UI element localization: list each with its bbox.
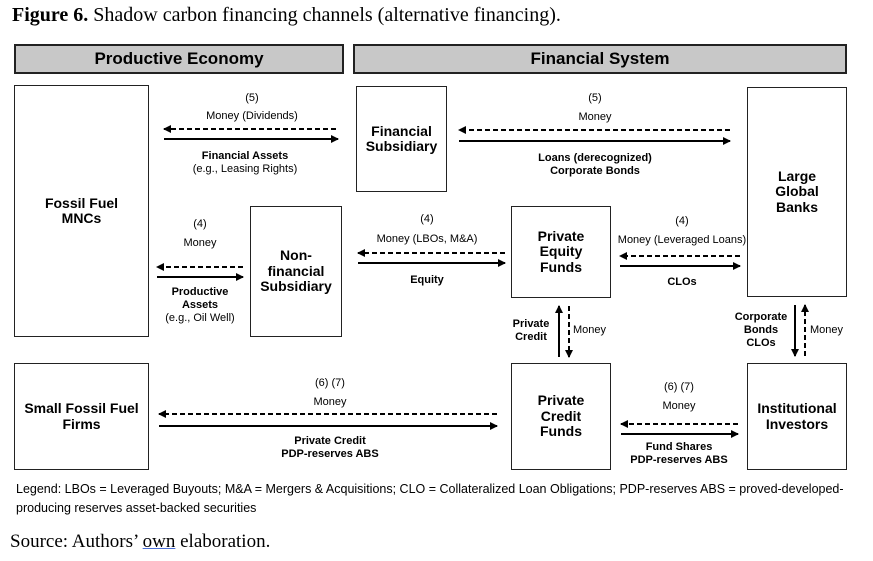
label-l3-num: (4) <box>193 218 207 230</box>
box-financial-subsidiary: Financial Subsidiary <box>356 86 447 192</box>
box-nonfinancial-subsidiary-label: Non- financial Subsidiary <box>260 247 332 295</box>
box-private-credit-funds: Private Credit Funds <box>511 363 611 470</box>
box-small-fossil-fuel-firms: Small Fossil Fuel Firms <box>14 363 149 470</box>
label-l4-num: (4) <box>420 213 434 225</box>
label-l5-money: Money (Leveraged Loans) <box>617 234 747 246</box>
label-l4-flow: Equity <box>410 274 444 286</box>
box-nonfinancial-subsidiary: Non- financial Subsidiary <box>250 206 342 337</box>
label-l1-money: Money (Dividends) <box>206 110 298 122</box>
label-l3-money: Money <box>183 237 217 249</box>
label-l7-flow: Fund Shares PDP-reserves ABS <box>630 441 728 467</box>
box-private-credit-funds-label: Private Credit Funds <box>537 392 585 440</box>
box-fossil-fuel-mncs: Fossil Fuel MNCs <box>14 85 149 337</box>
label-l2-flow: Loans (derecognized) Corporate Bonds <box>538 152 652 178</box>
source-suffix: elaboration. <box>175 531 271 552</box>
label-l6-flow: Private Credit PDP-reserves ABS <box>281 435 379 461</box>
box-small-fossil-fuel-firms-label: Small Fossil Fuel Firms <box>24 400 139 432</box>
box-private-equity-funds-label: Private Equity Funds <box>537 227 585 275</box>
label-l6-num: (6) (7) <box>315 377 345 389</box>
figure-title-text: Shadow carbon financing channels (altern… <box>88 4 561 26</box>
label-l1-flow-sub: (e.g., Leasing Rights) <box>192 163 298 175</box>
label-l5-num: (4) <box>675 215 689 227</box>
box-large-global-banks: Large Global Banks <box>747 87 847 297</box>
label-v2-flow: Corporate Bonds CLOs <box>734 311 788 350</box>
label-l7-money: Money <box>662 400 696 412</box>
box-private-equity-funds: Private Equity Funds <box>511 206 611 298</box>
label-l3-flow: Productive Assets <box>171 286 229 312</box>
box-financial-subsidiary-label: Financial Subsidiary <box>365 122 438 154</box>
label-l6-money: Money <box>313 396 347 408</box>
figure-title: Figure 6. Shadow carbon financing channe… <box>12 4 561 27</box>
legend: Legend: LBOs = Leveraged Buyouts; M&A = … <box>16 482 844 515</box>
source-own: own <box>142 531 176 552</box>
label-l2-money: Money <box>578 111 612 123</box>
source-prefix: Source: Authors’ <box>10 531 143 552</box>
box-institutional-investors-label: Institutional Investors <box>757 400 837 432</box>
label-l1-num: (5) <box>245 92 259 104</box>
label-l7-num: (6) (7) <box>664 381 694 393</box>
header-financial-system: Financial System <box>353 44 847 74</box>
label-l3-flow-sub: (e.g., Oil Well) <box>165 312 235 324</box>
box-institutional-investors: Institutional Investors <box>747 363 847 470</box>
label-v1-flow: Private Credit <box>512 318 550 344</box>
header-productive-economy: Productive Economy <box>14 44 344 74</box>
label-v2-money: Money <box>810 324 844 336</box>
label-l1-flow: Financial Assets <box>201 150 289 162</box>
box-large-global-banks-label: Large Global Banks <box>775 167 819 215</box>
box-fossil-fuel-mncs-label: Fossil Fuel MNCs <box>44 194 119 226</box>
label-l2-num: (5) <box>588 92 602 104</box>
label-v1-money: Money <box>573 324 607 336</box>
source-line: Source: Authors’ own elaboration. <box>10 531 270 553</box>
label-l4-money: Money (LBOs, M&A) <box>376 233 478 245</box>
figure-label: Figure 6. <box>12 4 89 26</box>
label-l5-flow: CLOs <box>667 276 697 288</box>
